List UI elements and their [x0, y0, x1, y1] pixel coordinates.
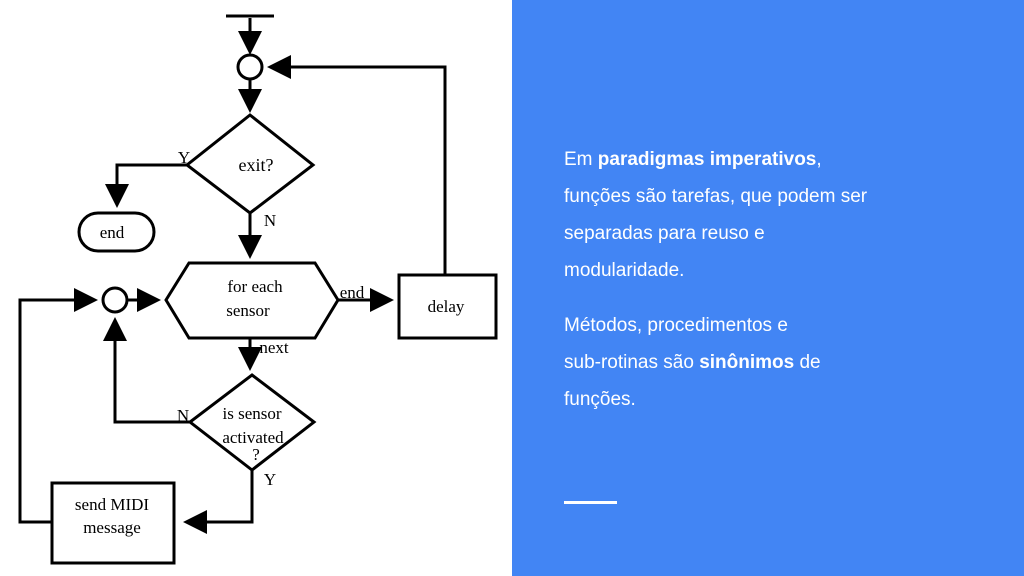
p1-text-b: , [816, 149, 822, 170]
arrow-midi-return [18, 288, 98, 524]
exit-yes-label: Y [178, 148, 190, 167]
end-terminal-label: end [100, 223, 125, 242]
loop-end-label: end [340, 283, 365, 302]
top-junction [236, 53, 264, 81]
end-terminal [77, 211, 156, 253]
exit-decision-label: exit? [239, 155, 274, 175]
loop-label-line2: sensor [226, 301, 270, 320]
flowchart-diagram: exit? Y N end for each sensor end delay … [18, 14, 498, 565]
paragraph-imperative-paradigms: Em paradigmas imperativos, funções são ta… [564, 141, 984, 289]
p2-text-b: sub-rotinas são [564, 352, 700, 373]
p1-text-d: separadas para reuso e [564, 223, 765, 244]
delay-label: delay [428, 297, 465, 316]
decorative-rule [564, 501, 617, 504]
p2-text-c: de [794, 352, 821, 373]
delay-box [397, 273, 498, 340]
exit-no-label: N [264, 211, 276, 230]
send-midi-line1: send MIDI [75, 495, 149, 514]
sensor-yes-label: Y [264, 470, 276, 489]
arrow-sensor-no [103, 317, 190, 424]
sensor-label-line3: ? [252, 445, 260, 464]
text-panel: Em paradigmas imperativos, funções são ta… [512, 0, 1024, 576]
p2-text-d: funções. [564, 389, 636, 410]
arrow-to-end [105, 163, 187, 208]
sensor-no-label: N [177, 406, 189, 425]
p2-text-a: Métodos, procedimentos e [564, 315, 788, 336]
sensor-label-line1: is sensor [222, 404, 281, 423]
arrow-delay-return [267, 55, 447, 275]
p2-bold-sinonimos: sinônimos [699, 352, 795, 373]
loop-for-each-sensor [164, 261, 340, 340]
p1-text-c: funções são tarefas, que podem ser [564, 186, 868, 207]
p1-bold-paradigmas: paradigmas imperativos [597, 149, 817, 170]
arrow-sensor-yes [183, 470, 254, 534]
sensor-label-line2: activated [222, 428, 284, 447]
loop-label-line1: for each [227, 277, 283, 296]
send-midi-line2: message [83, 518, 141, 537]
p1-text-e: modularidade. [564, 260, 685, 281]
p1-text-a: Em [564, 149, 598, 170]
loop-next-label: next [259, 338, 289, 357]
send-midi-box [50, 481, 176, 565]
loop-junction [101, 286, 129, 314]
